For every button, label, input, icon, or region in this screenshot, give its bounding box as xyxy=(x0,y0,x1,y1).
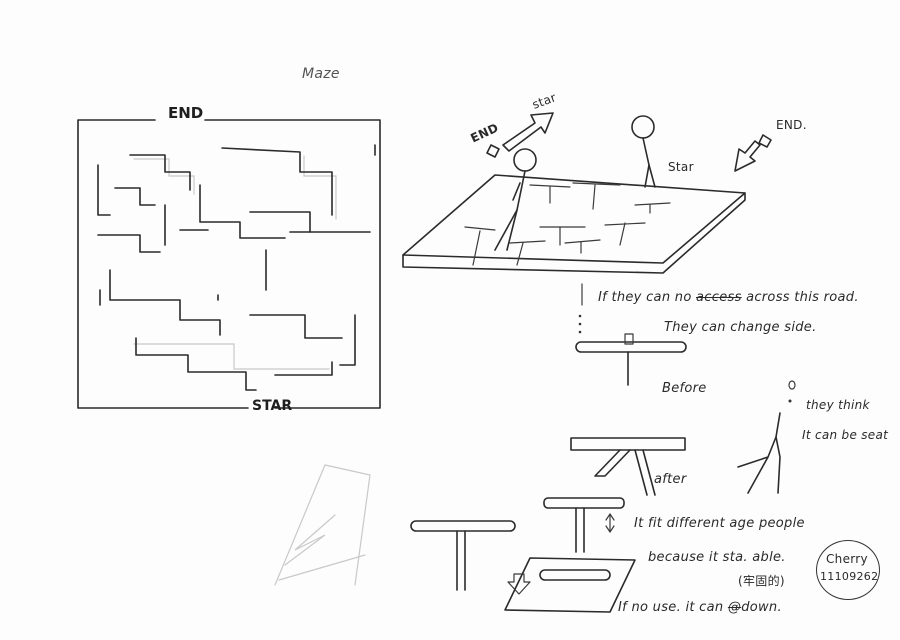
after-table-drawing xyxy=(570,437,686,496)
note-change-side: They can change side. xyxy=(664,320,817,335)
sitting-figure-drawing xyxy=(737,380,796,494)
maze-drawing xyxy=(77,119,381,409)
signature-name: Cherry xyxy=(826,552,868,566)
faint-scribble-drawing xyxy=(274,464,371,586)
platform-drawing xyxy=(402,112,772,274)
note-no-use: If no use. it can @down. xyxy=(618,600,782,615)
folded-table-drawing xyxy=(504,557,636,613)
note-stable-cn: (牢固的) xyxy=(738,574,785,588)
before-table-drawing xyxy=(575,333,687,386)
signature-oval xyxy=(816,540,880,600)
wide-table-drawing xyxy=(410,520,516,591)
note-no-use-struck: @ xyxy=(727,600,742,615)
note-after: after xyxy=(654,472,687,487)
note-cross-prefix: If they can no xyxy=(598,290,692,305)
maze-start-label: STAR xyxy=(252,398,293,414)
note-before: Before xyxy=(662,381,707,396)
signature-id: 11109262 xyxy=(820,570,879,583)
note-no-use-end: down. xyxy=(741,600,782,615)
page-title: Maze xyxy=(302,66,340,82)
note-stable: because it sta. able. xyxy=(648,550,786,565)
note-no-use-text: If no use. it can xyxy=(618,600,724,615)
note-they-think: they think xyxy=(806,398,870,412)
note-seat: It can be seat xyxy=(802,428,889,442)
note-cross-struck: access xyxy=(696,290,742,305)
maze-end-label: END xyxy=(168,104,204,122)
tall-table-drawing xyxy=(543,497,625,553)
note-fit-age: It fit different age people xyxy=(634,516,805,531)
iso-star-right-label: Star xyxy=(668,160,694,174)
note-cross-road: If they can no access across this road. xyxy=(598,290,859,305)
dotted-connector xyxy=(578,283,583,334)
note-cross-suffix: across this road. xyxy=(746,290,859,305)
iso-end-right-label: END. xyxy=(776,118,807,132)
